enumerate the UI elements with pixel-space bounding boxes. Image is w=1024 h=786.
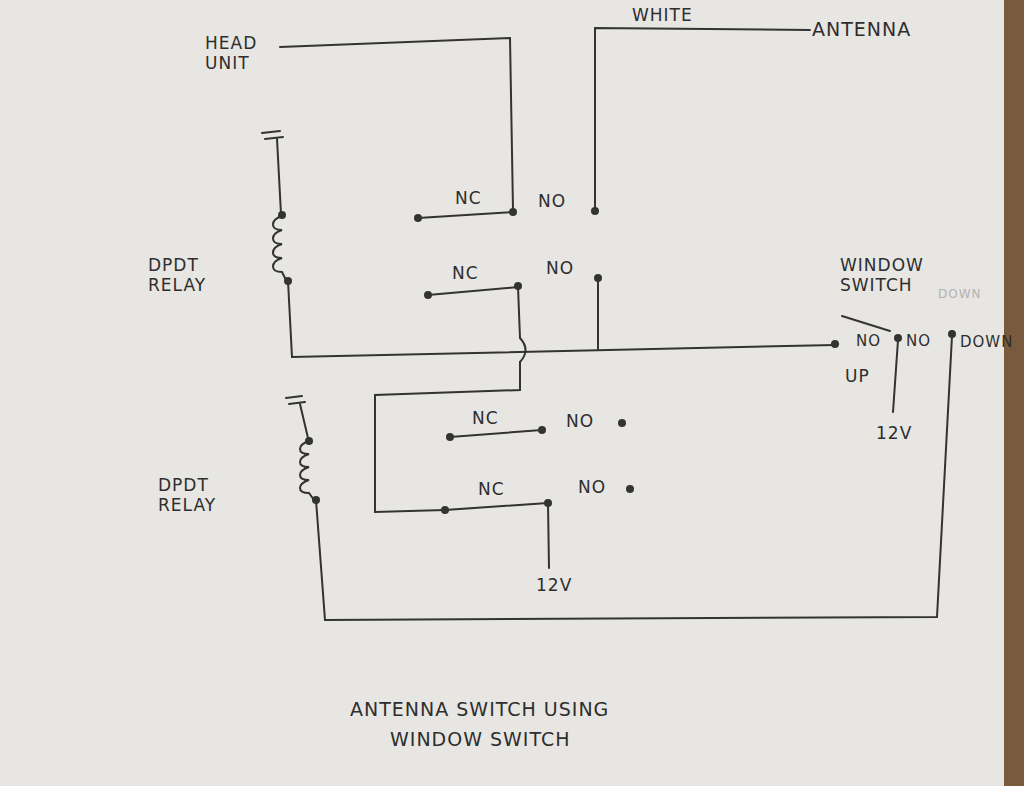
terminal-dot bbox=[446, 433, 454, 441]
terminals bbox=[278, 207, 956, 514]
pin-name: NO bbox=[566, 412, 594, 432]
ground-symbol bbox=[262, 131, 280, 133]
terminal-dot bbox=[538, 426, 546, 434]
terminal-dot bbox=[514, 282, 522, 290]
caption: ANTENNA SWITCH USING WINDOW SWITCH bbox=[350, 694, 690, 755]
12v-wire bbox=[893, 340, 898, 412]
terminal-dot bbox=[312, 496, 320, 504]
coil-lead bbox=[277, 139, 281, 214]
nc-contact bbox=[418, 212, 513, 218]
relay-coil bbox=[273, 216, 286, 280]
no-wire bbox=[597, 280, 599, 349]
terminal-dot bbox=[948, 330, 956, 338]
ground-symbol bbox=[286, 396, 302, 398]
head-unit-wire bbox=[280, 38, 513, 210]
part-name: DPDT RELAY bbox=[158, 476, 238, 515]
pin-name: NO bbox=[538, 192, 566, 212]
down-wire bbox=[316, 336, 952, 620]
terminal-dot bbox=[594, 274, 602, 282]
nc-contact bbox=[445, 503, 548, 510]
pin-name: NC bbox=[455, 189, 482, 209]
switch-lever bbox=[842, 316, 890, 331]
wire-color: WHITE bbox=[632, 6, 693, 26]
pin-name: NO bbox=[578, 478, 606, 498]
pin-name: NO bbox=[906, 333, 931, 350]
terminal-dot bbox=[544, 499, 552, 507]
ground-symbol bbox=[265, 137, 283, 139]
wires bbox=[262, 28, 952, 620]
contact-wire bbox=[518, 287, 520, 338]
terminal-dot bbox=[424, 291, 432, 299]
terminal-dot bbox=[831, 340, 839, 348]
antenna-wire bbox=[595, 28, 810, 210]
pin-name: NC bbox=[478, 480, 505, 500]
terminal-dot bbox=[626, 485, 634, 493]
ground-symbol bbox=[289, 402, 305, 404]
part-name: ANTENNA bbox=[812, 19, 911, 41]
pin-name: NO bbox=[546, 259, 574, 279]
wire-hop bbox=[520, 338, 526, 362]
terminal-dot bbox=[894, 334, 902, 342]
terminal-dot bbox=[284, 277, 292, 285]
terminal-dot bbox=[509, 208, 517, 216]
terminal-dot bbox=[591, 207, 599, 215]
pin-name: NO bbox=[856, 333, 881, 350]
part-name: HEAD UNIT bbox=[205, 34, 275, 73]
terminal-dot bbox=[414, 214, 422, 222]
12v-wire bbox=[548, 503, 549, 568]
up-wire bbox=[288, 281, 835, 357]
part-name: WINDOW SWITCH bbox=[840, 256, 940, 295]
pin-name: NC bbox=[452, 264, 479, 284]
voltage-label: 12V bbox=[536, 576, 572, 596]
voltage-label: 12V bbox=[876, 424, 912, 444]
nc-contact bbox=[450, 430, 542, 437]
terminal-dot bbox=[441, 506, 449, 514]
terminal-dot bbox=[278, 211, 286, 219]
nc-contact bbox=[428, 287, 518, 295]
coil-lead bbox=[300, 404, 308, 438]
terminal-dot bbox=[618, 419, 626, 427]
pin-name: UP bbox=[845, 367, 870, 387]
erased-note: DOWN bbox=[938, 288, 982, 302]
pin-name: NC bbox=[472, 409, 499, 429]
terminal-dot bbox=[305, 437, 313, 445]
paper-edge bbox=[1004, 0, 1024, 786]
pin-name: DOWN bbox=[960, 334, 1013, 351]
relay-coil bbox=[300, 441, 314, 500]
part-name: DPDT RELAY bbox=[148, 256, 228, 295]
contact-wire bbox=[375, 362, 520, 512]
